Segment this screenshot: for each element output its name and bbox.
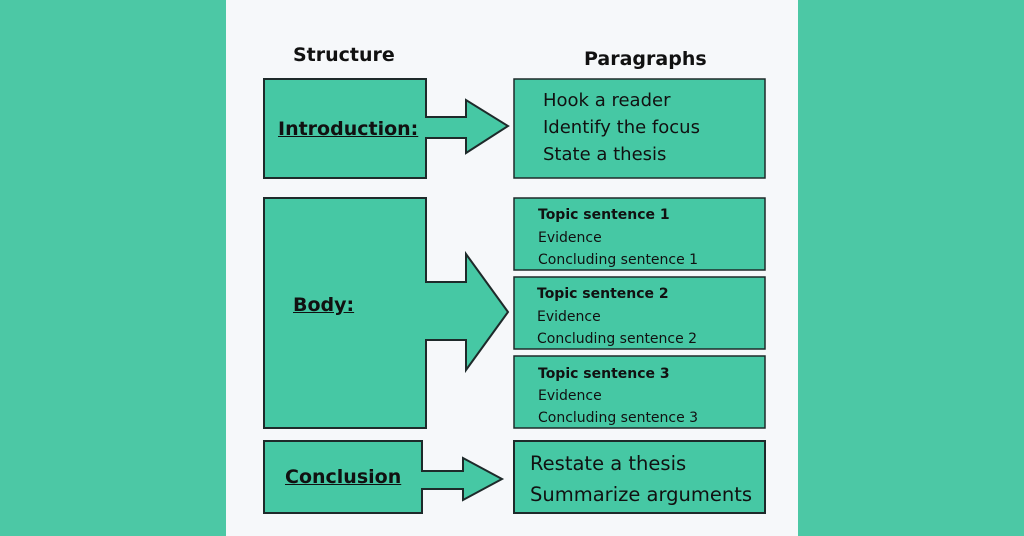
body-paragraph-box-3 xyxy=(513,355,766,429)
body-3-evidence: Evidence xyxy=(538,388,602,404)
body-label: Body: xyxy=(293,294,355,316)
conclusion-paragraph-box xyxy=(513,440,766,514)
introduction-paragraph-box xyxy=(513,78,766,179)
body-3-concluding: Concluding sentence 3 xyxy=(538,410,699,426)
body-1-topic: Topic sentence 1 xyxy=(538,207,670,223)
conclusion-arrow-shape xyxy=(263,440,505,514)
body-arrow-shape xyxy=(263,197,510,429)
body-2-topic: Topic sentence 2 xyxy=(537,286,669,302)
paragraphs-header: Paragraphs xyxy=(584,48,707,70)
intro-line-2: Identify the focus xyxy=(543,117,700,138)
body-paragraph-box-2 xyxy=(513,276,766,350)
body-paragraph-box-1 xyxy=(513,197,766,271)
body-2-evidence: Evidence xyxy=(537,309,601,325)
intro-line-1: Hook a reader xyxy=(543,90,671,111)
introduction-label: Introduction: xyxy=(278,118,419,140)
introduction-arrow-shape xyxy=(263,78,510,179)
body-3-topic: Topic sentence 3 xyxy=(538,366,670,382)
intro-line-3: State a thesis xyxy=(543,144,667,165)
conclusion-label: Conclusion xyxy=(285,466,402,488)
body-1-concluding: Concluding sentence 1 xyxy=(538,252,699,268)
body-2-concluding: Concluding sentence 2 xyxy=(537,331,698,347)
conclusion-line-2: Summarize arguments xyxy=(530,483,753,506)
body-1-evidence: Evidence xyxy=(538,230,602,246)
conclusion-line-1: Restate a thesis xyxy=(530,452,687,475)
structure-header: Structure xyxy=(293,44,395,66)
